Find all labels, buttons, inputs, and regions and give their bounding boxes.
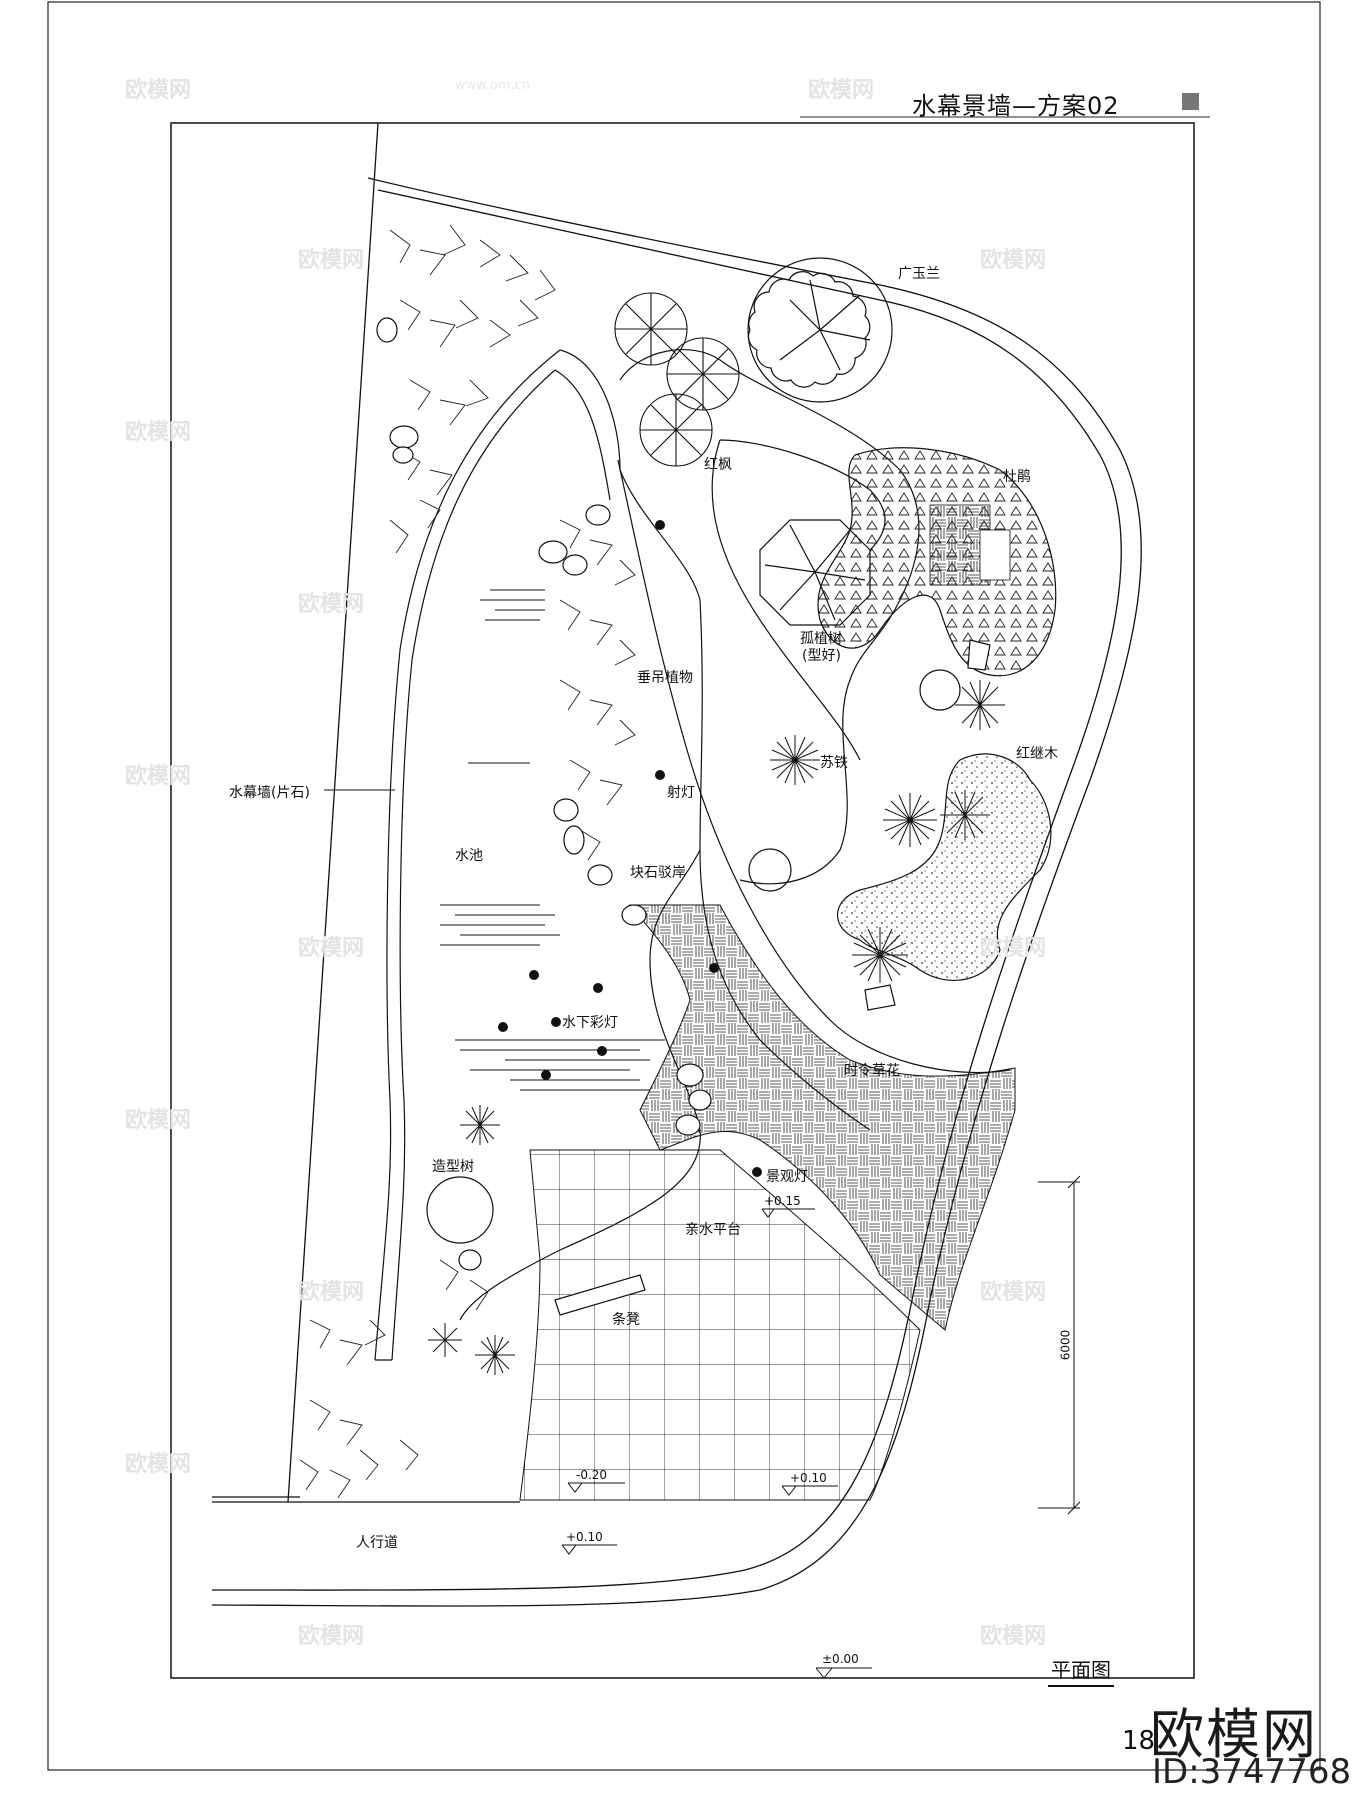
sheet-border [47,1,1321,1771]
elevation-right-paving: +0.10 [790,1471,827,1485]
elevation-platform: +0.15 [764,1194,801,1208]
elevation-walkway: +0.10 [566,1530,603,1544]
dimension-line [1038,1175,1081,1515]
drawing-title: 水幕景墙—方案02 [912,92,1120,120]
specimen-tree [759,519,871,626]
bench [554,1274,646,1316]
label-topiary: 造型树 [432,1159,474,1175]
label-seasonal-flowers: 时令草花 [844,1063,900,1079]
label-specimen-note: (型好) [802,648,841,664]
watermark: 欧模网 [125,78,192,103]
watermark: 欧模网 [125,1452,192,1477]
label-magnolia: 广玉兰 [898,266,940,282]
plan-label: 平面图 [1048,1654,1114,1687]
label-cycad: 苏铁 [820,755,848,771]
label-pool: 水池 [455,848,483,864]
watermark: 欧模网 [298,1280,365,1305]
watermark: 欧模网 [808,78,875,103]
label-sidewalk: 人行道 [356,1535,398,1551]
label-red-maple: 红枫 [704,457,732,473]
platform-paving [519,1149,921,1501]
label-specimen-tree: 孤植树 [800,631,842,647]
light-fixtures [498,520,762,1177]
watermark: www.om.cn [455,78,530,93]
page-number: 18 [1122,1726,1156,1756]
watermark: 欧模网 [298,592,365,617]
watermark: 欧模网 [980,1280,1047,1305]
label-underwater-lights: 水下彩灯 [562,1015,618,1031]
water-curtain-wall [374,349,561,1361]
label-loropetalum: 红继木 [1016,746,1058,762]
dimension-text: 6000 [1058,1329,1073,1361]
label-spotlight: 射灯 [667,785,695,801]
magnolia-tree [747,257,893,403]
label-waterfront-platform: 亲水平台 [685,1222,741,1238]
label-bench: 条凳 [612,1312,640,1328]
elevation-markers [561,1208,872,1679]
elevation-datum: ±0.00 [822,1652,859,1666]
watermark: 欧模网 [298,248,365,273]
shrub-circles [426,669,961,1244]
label-landscape-light: 景观灯 [766,1169,808,1185]
elevation-left-paving: -0.20 [576,1468,608,1482]
watermark: 欧模网 [980,1624,1047,1649]
title-block-mark [1182,93,1199,110]
brand-logo-text: 欧模网 [1150,1703,1318,1766]
drawing-frame [170,122,1195,1679]
bamboo-planting [299,224,636,1499]
watermark: 欧模网 [125,1108,192,1133]
hatched-paving [628,904,1016,1331]
red-maple-trees [614,292,740,467]
watermark: 欧模网 [980,248,1047,273]
water-ripples [440,589,665,1091]
watermark: 欧模网 [980,936,1047,961]
label-hanging-plants: 垂吊植物 [637,670,693,686]
watermark: 欧模网 [298,936,365,961]
shore-boulders [376,317,991,1271]
label-water-curtain-wall: 水幕墙(片石) [229,785,310,801]
loropetalum-bed [836,753,1052,981]
cycad-plants [428,680,1005,1375]
label-azalea: 杜鹃 [1003,469,1031,485]
watermark: 欧模网 [125,764,192,789]
watermark: 欧模网 [125,420,192,445]
brand-id: ID:3747768 [1152,1752,1352,1792]
label-stone-revetment: 块石驳岸 [630,865,686,881]
watermark: 欧模网 [298,1624,365,1649]
